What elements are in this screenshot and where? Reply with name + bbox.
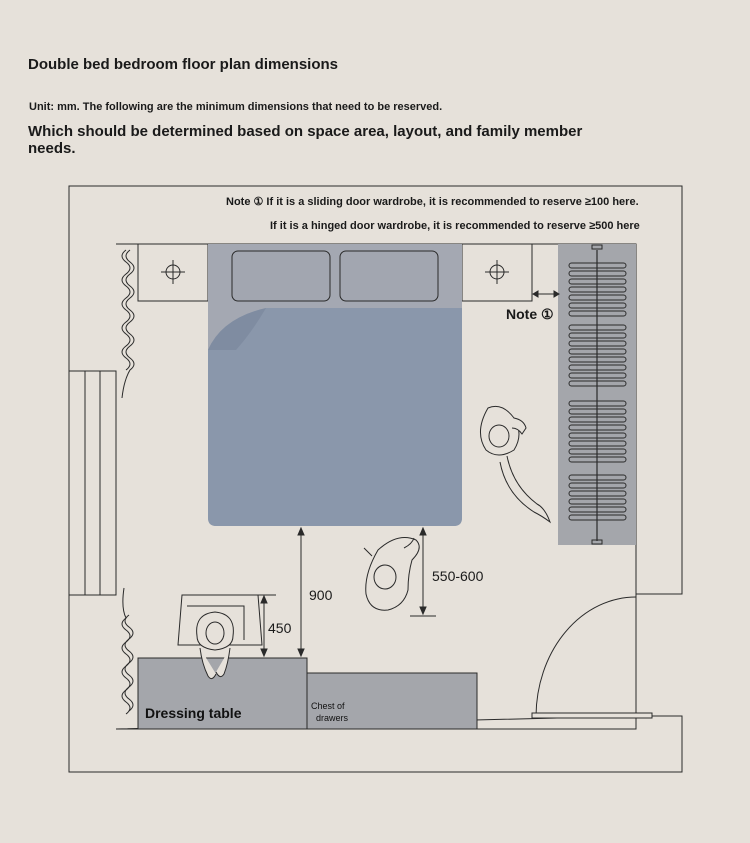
dressing-table-label: Dressing table (145, 705, 242, 721)
double-bed (208, 244, 462, 526)
person-walking (363, 537, 420, 611)
stool (177, 594, 263, 646)
dim-450-label: 450 (268, 620, 292, 636)
subtitle: Which should be determined based on spac… (28, 123, 583, 157)
note-sliding-door: Note ① If it is a sliding door wardrobe,… (226, 196, 639, 208)
chest-label-line1: Chest of (311, 701, 345, 711)
nightstand-left (137, 243, 209, 302)
page-title: Double bed bedroom floor plan dimensions (28, 56, 339, 73)
door (531, 596, 653, 719)
note-label: Note ① (506, 306, 554, 322)
curtain-top (121, 249, 135, 399)
dim-450 (255, 594, 276, 658)
note-arrow (532, 290, 560, 298)
unit-note: Unit: mm. The following are the minimum … (29, 101, 443, 113)
dim-550-600 (410, 526, 436, 617)
wardrobe (558, 244, 636, 545)
person-seated (196, 611, 234, 680)
dim-900-label: 900 (309, 587, 333, 603)
chest-of-drawers-label: Chest of drawers (311, 700, 371, 724)
chest-of-drawers (306, 672, 478, 730)
dim-900 (297, 526, 305, 658)
person-standing (480, 405, 552, 524)
window (68, 370, 117, 596)
curtain-bottom (121, 587, 134, 715)
nightstand-right (461, 243, 533, 302)
note-hinged-door: If it is a hinged door wardrobe, it is r… (270, 220, 640, 232)
chest-label-line2: drawers (316, 713, 349, 723)
dim-550-600-label: 550-600 (432, 568, 484, 584)
